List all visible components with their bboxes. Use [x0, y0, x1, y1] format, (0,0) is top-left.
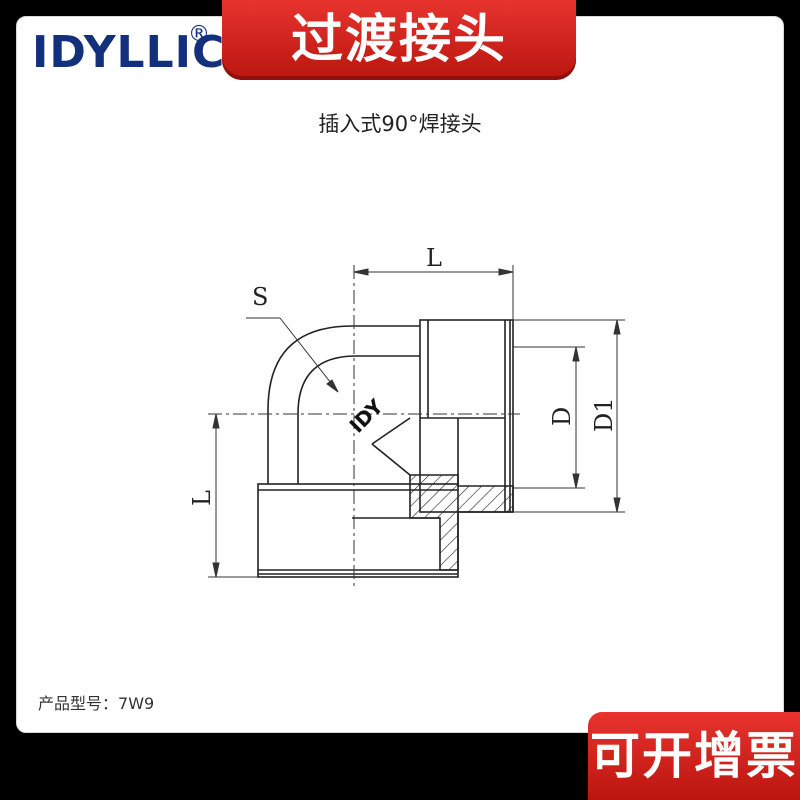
model-value: 7W9	[118, 694, 155, 713]
brand-name: IDYLLIC	[32, 27, 226, 78]
content-panel	[16, 16, 784, 733]
dim-d: D	[548, 407, 576, 426]
center-lines	[208, 265, 520, 590]
registered-mark: ®	[188, 22, 211, 47]
fitting-outline	[257, 319, 514, 578]
model-label: 产品型号：	[38, 694, 119, 713]
dimension-lines	[208, 265, 625, 578]
invoice-banner-text: 可开增票	[590, 727, 798, 785]
drawing-stamp: IDY	[345, 394, 389, 438]
brand-logo: IDYLLIC ®	[32, 24, 226, 78]
title-banner: 过渡接头	[222, 0, 576, 80]
invoice-banner: 可开增票	[588, 712, 800, 800]
hatched-section	[409, 474, 514, 571]
product-subtitle: 插入式90°焊接头	[318, 112, 482, 136]
dim-l-left: L	[188, 490, 216, 506]
dim-d1: D1	[590, 397, 618, 432]
dim-s: S	[252, 283, 268, 311]
title-banner-text: 过渡接头	[290, 10, 507, 70]
model-number: 产品型号：7W9	[38, 690, 154, 714]
dim-l-top: L	[426, 244, 442, 272]
bevel-line	[371, 443, 411, 476]
